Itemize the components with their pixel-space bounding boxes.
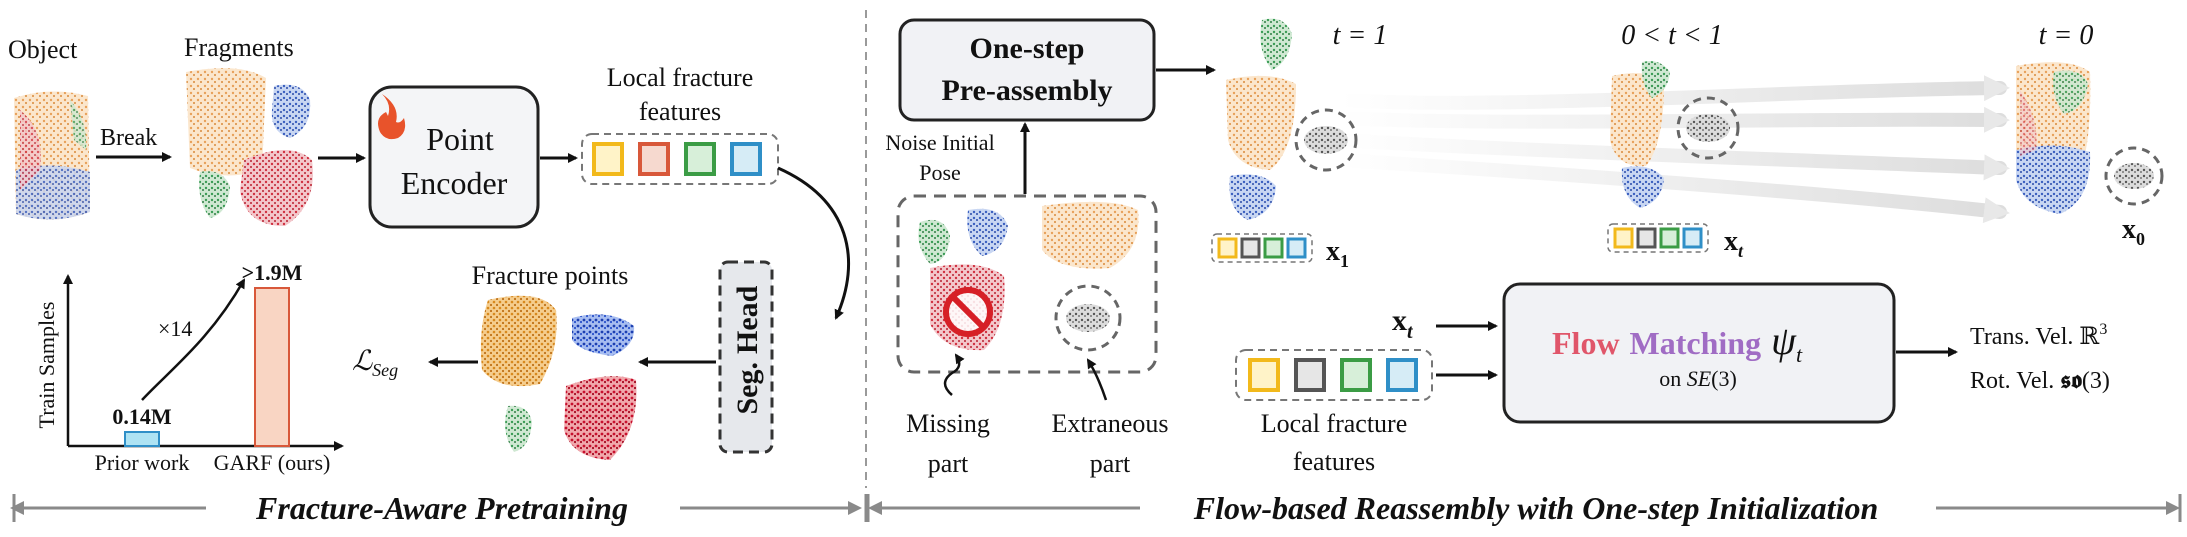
t1-feature-tokens bbox=[1211, 233, 1313, 263]
right-footer-label: Flow-based Reassembly with One-step Init… bbox=[1193, 490, 1879, 526]
state-tmid-point-clouds bbox=[1610, 61, 1740, 208]
chart-bar-1 bbox=[254, 287, 290, 447]
break-label: Break bbox=[100, 125, 157, 151]
feature-token-green bbox=[684, 142, 716, 176]
preassembly-box bbox=[898, 18, 1156, 122]
missing-part-icon bbox=[943, 287, 993, 337]
seg-head-label-line1: Seg. bbox=[731, 362, 764, 415]
right-local-features-label-line2: features bbox=[1293, 447, 1375, 476]
feature-token-orange bbox=[638, 142, 670, 176]
flow-trajectory-arrows bbox=[1333, 75, 2010, 224]
right-local-features-label-line1: Local fracture bbox=[1261, 409, 1408, 438]
noise-label-line1: Noise Initial bbox=[885, 130, 994, 155]
local-features-group bbox=[581, 133, 779, 185]
rot-vel-label: Rot. Vel. 𝖘𝖔(3) bbox=[1970, 368, 2110, 394]
state-t1-point-clouds bbox=[1226, 18, 1358, 220]
left-footer-label: Fracture-Aware Pretraining bbox=[255, 490, 628, 526]
fracture-points-clouds bbox=[480, 295, 637, 460]
right-feature-token-green bbox=[1340, 358, 1372, 392]
fragments-label: Fragments bbox=[184, 33, 294, 62]
chart-bar-0 bbox=[124, 431, 160, 447]
local-features-label-line1: Local fracture bbox=[607, 63, 754, 92]
fire-icon bbox=[378, 94, 406, 140]
missing-label-line1: Missing bbox=[906, 409, 990, 438]
trans-vel-label: Trans. Vel. ℝ3 bbox=[1970, 321, 2107, 350]
right-local-features-group bbox=[1235, 349, 1433, 401]
loss-symbol: ℒSeg bbox=[352, 346, 398, 380]
encoder-label-line2: Encoder bbox=[401, 165, 508, 201]
encoder-label-line1: Point bbox=[426, 121, 494, 157]
extraneous-label-line1: Extraneous bbox=[1052, 409, 1169, 438]
chart-growth-arrow bbox=[141, 278, 246, 401]
extraneous-part-pointer bbox=[1086, 358, 1108, 401]
train-samples-chart: Train Samples 0.14M Prior work >1.9M GARF (… bbox=[34, 260, 344, 475]
preassembly-line1: One-step bbox=[970, 32, 1085, 65]
noise-pose-box bbox=[896, 194, 1158, 374]
left-panel: Object Break Fragments Point Encoder Loc… bbox=[8, 33, 868, 526]
noise-label-line2: Pose bbox=[919, 160, 961, 185]
extraneous-part-cloud bbox=[1054, 284, 1122, 352]
preassembly-line2: Pre-assembly bbox=[941, 74, 1112, 107]
to-seghead-arrow bbox=[777, 166, 851, 320]
x1-label: x1 bbox=[1326, 236, 1349, 271]
xt-label: xt bbox=[1724, 226, 1744, 261]
flow-matching-subtitle: on SE(3) bbox=[1659, 366, 1737, 391]
right-feature-token-gray bbox=[1294, 358, 1326, 392]
flow-matching-box bbox=[1502, 282, 1896, 424]
t1-label: t = 1 bbox=[1333, 20, 1388, 51]
extraneous-label-line2: part bbox=[1090, 449, 1131, 478]
flow-input-x: xt bbox=[1392, 304, 1414, 343]
chart-bars: 0.14M Prior work >1.9M GARF (ours) bbox=[95, 260, 331, 475]
missing-label-line2: part bbox=[928, 449, 969, 478]
tmid-label: 0 < t < 1 bbox=[1621, 20, 1723, 51]
x0-label: x0 bbox=[2122, 214, 2145, 249]
seg-head-label-line2: Head bbox=[731, 285, 764, 354]
seg-head-box bbox=[718, 260, 774, 454]
state-t0-point-clouds bbox=[2016, 62, 2164, 214]
chart-category-label-1: GARF (ours) bbox=[214, 450, 331, 475]
fragments-point-clouds bbox=[186, 68, 313, 226]
chart-ylabel: Train Samples bbox=[34, 302, 59, 429]
right-feature-token-yellow bbox=[1248, 358, 1280, 392]
fracture-points-label: Fracture points bbox=[472, 261, 629, 290]
chart-category-label-0: Prior work bbox=[95, 450, 190, 475]
object-label: Object bbox=[8, 35, 78, 64]
tmid-feature-tokens bbox=[1607, 223, 1709, 253]
missing-part-pointer bbox=[943, 353, 965, 396]
right-feature-token-blue bbox=[1386, 358, 1418, 392]
point-encoder-box bbox=[368, 85, 540, 229]
chart-multiplier-label: ×14 bbox=[158, 316, 192, 341]
t0-label: t = 0 bbox=[2039, 20, 2094, 51]
object-point-cloud bbox=[14, 91, 90, 220]
right-panel: One-step Pre-assembly Noise Initial Pose… bbox=[866, 18, 2182, 526]
chart-value-label-1: >1.9M bbox=[242, 260, 303, 285]
feature-token-blue bbox=[730, 142, 762, 176]
chart-value-label-0: 0.14M bbox=[112, 404, 172, 429]
local-features-label-line2: features bbox=[639, 97, 721, 126]
feature-token-yellow bbox=[592, 142, 624, 176]
